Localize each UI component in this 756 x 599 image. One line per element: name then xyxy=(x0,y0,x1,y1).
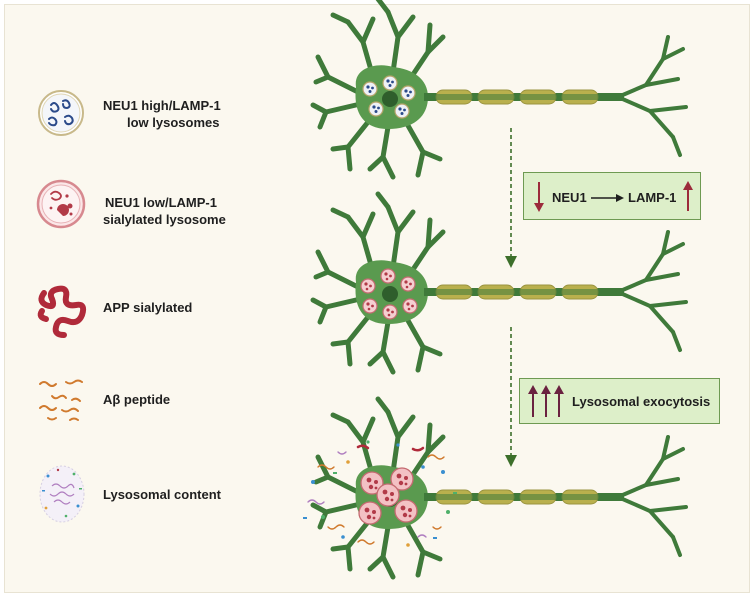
neuron-healthy xyxy=(313,0,686,177)
arrow-right-icon xyxy=(591,194,624,202)
legend-label-neu1-low: NEU1 low/LAMP-1 sialylated lysosome xyxy=(103,194,226,228)
abeta-peptide-icon xyxy=(39,379,83,421)
arrow-up-icon xyxy=(528,385,564,417)
lysosomal-content-icon xyxy=(39,465,85,523)
legend-line: low lysosomes xyxy=(127,115,220,130)
legend-label-neu1-high: NEU1 high/LAMP-1 low lysosomes xyxy=(103,97,221,131)
arrow-up-icon xyxy=(683,181,693,211)
legend-line: NEU1 low/LAMP-1 xyxy=(105,195,217,210)
lysosome-red-icon xyxy=(36,179,86,229)
legend-line: NEU1 high/LAMP-1 xyxy=(103,98,221,113)
legend-line: sialylated lysosome xyxy=(103,212,226,227)
legend-line: Lysosomal content xyxy=(103,487,221,502)
legend-line: APP sialylated xyxy=(103,300,193,315)
exocytosis-box-arrows xyxy=(528,385,564,417)
legend-label-app: APP sialylated xyxy=(103,299,192,316)
transition-arrow-1 xyxy=(505,128,517,268)
legend-line: Aβ peptide xyxy=(103,392,171,407)
lamp1-label: LAMP-1 xyxy=(628,190,677,205)
lysosome-blue-icon xyxy=(38,90,84,136)
transition-arrow-2 xyxy=(505,327,517,467)
neu1-label: NEU1 xyxy=(552,190,587,205)
app-coil-icon xyxy=(37,285,87,338)
arrow-down-icon xyxy=(534,182,544,212)
neu1-box-arrows xyxy=(534,181,693,212)
neu1-lamp1-box: NEU1 LAMP-1 xyxy=(523,172,701,220)
legend-label-abeta: Aβ peptide xyxy=(103,391,170,408)
exocytosis-box: Lysosomal exocytosis xyxy=(519,378,720,424)
legend-label-content: Lysosomal content xyxy=(103,486,221,503)
neuron-exocytosis xyxy=(303,399,686,577)
exocytosis-label: Lysosomal exocytosis xyxy=(572,394,711,409)
